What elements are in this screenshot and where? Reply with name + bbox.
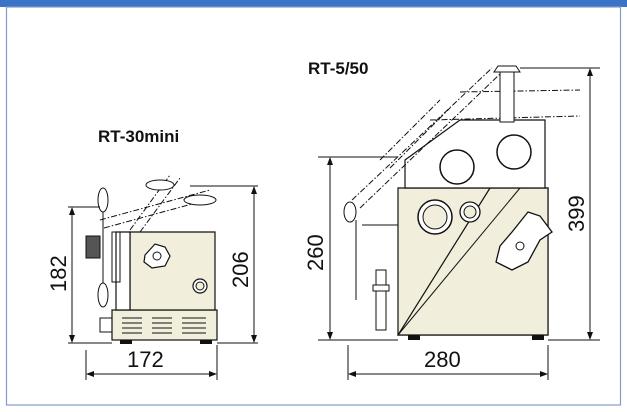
- rt550-wing-nut: [493, 65, 521, 73]
- rt550-rod-clamp: [372, 284, 390, 292]
- dim-206: 206: [228, 251, 253, 288]
- rt30mini-arm-line: [99, 189, 211, 221]
- rt550-slant-edge: [397, 187, 521, 336]
- rt30mini-gear: [85, 235, 101, 259]
- rt30mini-nozzle: [183, 194, 217, 206]
- rt30mini-vents: [122, 317, 206, 334]
- rt30mini-port-inner: [195, 281, 205, 291]
- machine-rt550: RT-5/50: [303, 59, 600, 380]
- rt550-knob: [343, 201, 357, 223]
- rt550-foot-right: [532, 335, 544, 340]
- rt30mini-foot-left: [120, 340, 132, 344]
- frame-top-bar: [0, 0, 627, 7]
- rt30mini-body: [129, 231, 216, 311]
- rt550-handle: [495, 211, 553, 271]
- rt30mini-spindle: [111, 231, 121, 283]
- label-rt550: RT-5/50: [308, 59, 368, 78]
- rt550-gear-upper-left: [439, 149, 475, 185]
- rt30mini-foot-right: [200, 340, 212, 344]
- rt30mini-knob-bottom: [97, 282, 109, 308]
- rt550-foot-left: [408, 335, 420, 340]
- dim-172: 172: [127, 347, 164, 372]
- rt550-side-rod: [375, 269, 387, 331]
- rt550-blade-line2: [389, 107, 451, 169]
- rt30mini-nozzle2: [145, 179, 175, 191]
- rt550-handle-hub: [515, 241, 525, 251]
- rt550-top-column: [499, 69, 515, 123]
- label-rt30mini: RT-30mini: [98, 127, 179, 146]
- rt30mini-motor-base: [111, 309, 218, 341]
- dim-260: 260: [303, 234, 328, 271]
- frame-border: [5, 6, 622, 406]
- rt550-port-large-inner: [422, 204, 448, 230]
- rt550-blade-line: [379, 99, 441, 161]
- rt550-bar-line2: [459, 89, 581, 93]
- rt30mini-knob-top: [97, 187, 109, 213]
- rt30mini-side-knob: [99, 317, 113, 333]
- dim-182: 182: [46, 255, 71, 292]
- rt30mini-handle-hub: [152, 251, 162, 261]
- rt30mini-front-panel: [115, 231, 131, 311]
- machine-rt30mini: RT-30mini: [46, 127, 258, 380]
- rt550-arm-line: [351, 67, 493, 201]
- rt550-port-small-inner: [463, 205, 477, 219]
- rt550-gear-upper-right: [496, 134, 532, 170]
- rt550-arm-line2: [359, 73, 501, 209]
- dim-399: 399: [564, 195, 589, 232]
- rt550-bar-line: [429, 115, 581, 121]
- dim-280: 280: [424, 347, 461, 372]
